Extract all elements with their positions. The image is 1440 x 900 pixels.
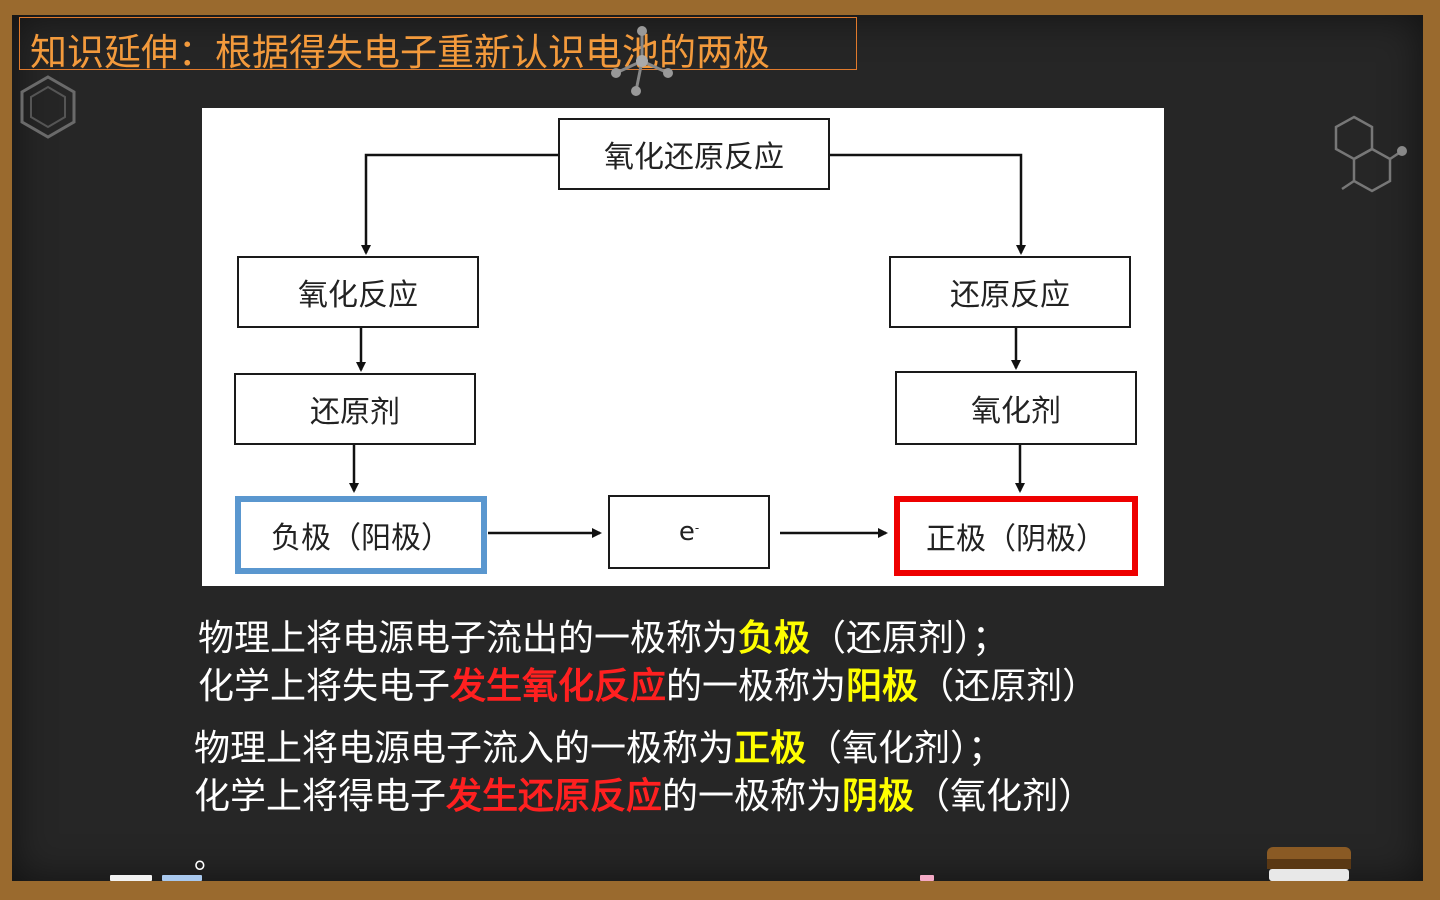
electron-charge: - [694,521,700,535]
title-box: 知识延伸：根据得失电子重新认识电池的两极 [19,17,857,74]
trailing-period: 。 [194,841,224,876]
text-line-1: 物理上将电源电子流出的一极称为负极（还原剂）； [198,617,1008,661]
line4-red-highlight: 发生还原反应 [446,776,663,817]
line3-text-c: （氧化剂）； [806,728,1005,769]
line3-text-a: 物理上将电源电子流入的一极称为 [194,728,735,769]
chalkboard: 知识延伸：根据得失电子重新认识电池的两极 [12,15,1423,881]
node-reducing-agent: 还原剂 [234,373,476,445]
diagram-arrows [349,153,1026,538]
node-oxidation-reaction: 氧化反应 [237,256,479,328]
node-negative-electrode: 负极（阳极） [235,496,487,574]
line2-yellow-highlight: 阳极 [846,666,919,707]
text-line-4: 化学上将得电子发生还原反应的一极称为阴极（氧化剂） [194,775,1094,819]
chalk-icon [162,875,202,881]
hexagon-molecule-icon [20,75,76,139]
eraser-icon [1267,847,1351,881]
naphthalene-icon [1334,115,1407,193]
text-line-2: 化学上将失电子发生氧化反应的一极称为阳极（还原剂） [198,665,1098,709]
redox-flow-diagram: 氧化还原反应 氧化反应 还原剂 负极（阳极） e- 还原反应 氧化剂 正极（阴极… [202,108,1164,586]
electron-label: e [678,517,695,547]
line2-text-c: 的一极称为 [666,666,847,707]
node-electron: e- [608,495,770,569]
line3-highlight: 正极 [734,728,807,769]
line4-text-a: 化学上将得电子 [194,776,447,817]
line1-text-a: 物理上将电源电子流出的一极称为 [198,618,739,659]
line2-red-highlight: 发生氧化反应 [450,666,667,707]
molecule-icon [611,26,673,96]
line4-text-c: 的一极称为 [662,776,843,817]
text-line-3: 物理上将电源电子流入的一极称为正极（氧化剂）； [194,727,1004,771]
line1-highlight: 负极 [738,618,811,659]
page-title: 知识延伸：根据得失电子重新认识电池的两极 [30,31,770,74]
line4-text-e: （氧化剂） [914,776,1095,817]
node-positive-electrode: 正极（阴极） [894,496,1138,576]
node-redox-reaction: 氧化还原反应 [558,118,830,190]
line4-yellow-highlight: 阴极 [842,776,915,817]
line1-text-c: （还原剂）； [810,618,1009,659]
chalk-icon [920,875,934,881]
line2-text-e: （还原剂） [918,666,1099,707]
node-reduction-reaction: 还原反应 [889,256,1131,328]
node-oxidizing-agent: 氧化剂 [895,371,1137,445]
line2-text-a: 化学上将失电子 [198,666,451,707]
chalk-icon [110,875,152,881]
